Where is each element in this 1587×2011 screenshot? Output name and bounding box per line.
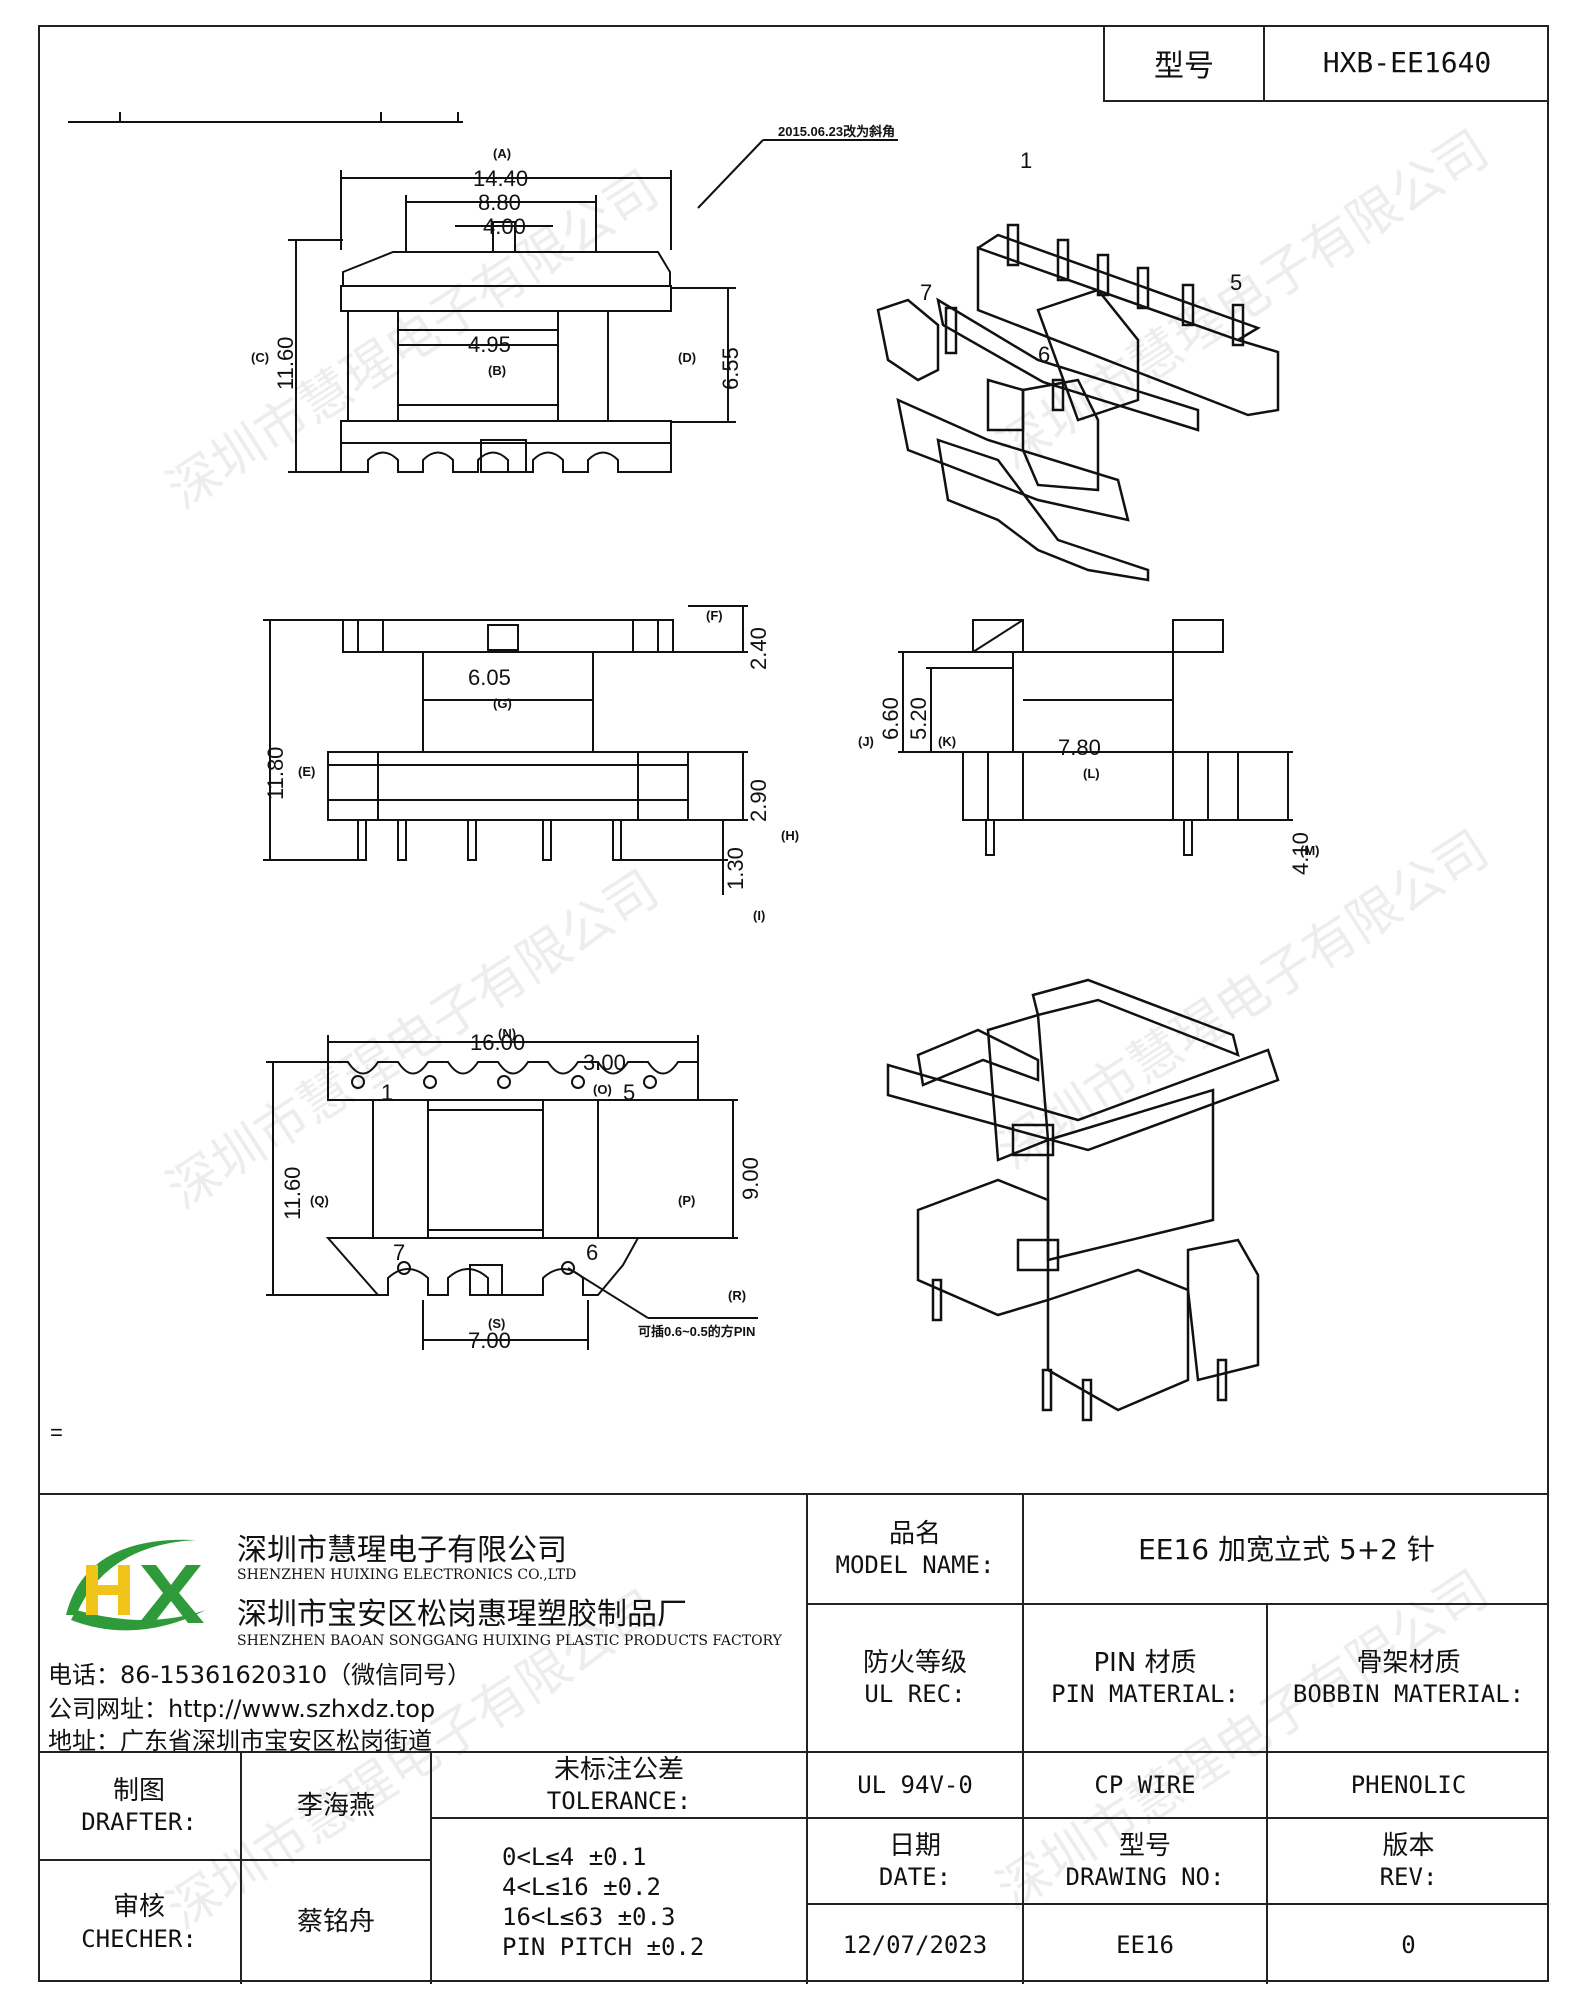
note-top: 2015.06.23改为斜角 [778,124,895,139]
pin-1-iso: 1 [1020,148,1032,173]
drafter-name: 李海燕 [242,1753,432,1861]
dim-label-r: (R) [728,1288,746,1303]
model-name-value: EE16 加宽立式 5+2 针 [1024,1495,1549,1605]
dim-2-40: 2.40 [746,627,771,670]
drafter-label: 制图 DRAFTER: [38,1753,242,1861]
dim-6-55: 6.55 [718,347,743,390]
company-name-en-1: SHENZHEN HUIXING ELECTRONICS CO.,LTD [237,1567,577,1583]
pin-6-bottom: 6 [586,1240,598,1265]
dim-label-o: (O) [593,1082,612,1097]
company-website: 公司网址：http://www.szhxdz.top [48,1695,436,1723]
pin-7-bottom: 7 [393,1240,405,1265]
drawing-no-value: EE16 [1024,1905,1268,1984]
dim-9-00: 9.00 [738,1157,763,1200]
dim-label-a: (A) [493,146,511,161]
tolerance-line-2: 4<L≤16 ±0.2 [502,1872,661,1901]
dim-6-05: 6.05 [468,665,511,690]
company-phone: 电话：86-15361620310（微信同号） [48,1661,472,1689]
dim-2-90: 2.90 [746,779,771,822]
bobbin-material-label: 骨架材质 BOBBIN MATERIAL: [1268,1605,1549,1753]
isometric-view-bottom [886,978,1280,1422]
dim-7-80: 7.80 [1058,735,1101,760]
pin-7-iso: 7 [920,280,932,305]
dim-16-00: 16.00 [470,1030,525,1055]
dim-3-00: 3.00 [583,1050,626,1075]
bottom-view [266,1035,758,1350]
company-info: 深圳市慧瑆电子有限公司 SHENZHEN HUIXING ELECTRONICS… [38,1495,808,1755]
dim-11-80: 11.80 [263,747,288,800]
front-view [288,139,898,473]
pin-5-bottom: 5 [623,1080,635,1105]
isometric-view-top [876,223,1280,582]
dim-label-i: (I) [753,908,765,923]
tolerance-line-1: 0<L≤4 ±0.1 [502,1842,647,1871]
end-view [898,619,1293,856]
dim-label-h: (H) [781,828,799,843]
dim-1-30: 1.30 [723,847,748,890]
dim-6-60: 6.60 [878,697,903,740]
dim-4-10: 4.10 [1288,832,1313,875]
dim-label-d: (D) [678,350,696,365]
fire-rating-label: 防火等级 UL REC: [808,1605,1024,1753]
pin-5-iso: 5 [1230,270,1242,295]
type-box: 型号 HXB-EE1640 [1103,25,1549,102]
dim-label-f: (F) [706,608,723,623]
dim-label-g: (G) [493,696,512,711]
dim-11-60-front: 11.60 [273,337,298,390]
drawing-frame [38,25,1549,1982]
tolerance-label: 未标注公差 TOLERANCE: [432,1753,808,1819]
tolerance-values: 0<L≤4 ±0.1 4<L≤16 ±0.2 16<L≤63 ±0.3 PIN … [432,1819,808,1984]
type-label: 型号 [1105,25,1265,100]
rev-label: 版本 REV: [1268,1819,1549,1905]
dim-5-20: 5.20 [906,697,931,740]
small-mark: = [50,1420,63,1445]
dim-label-l: (L) [1083,766,1100,781]
dim-label-s: (S) [488,1316,505,1331]
dim-label-n: (N) [498,1026,516,1041]
drawing-no-label: 型号 DRAWING NO: [1024,1819,1268,1905]
technical-drawing: (A) 14.40 8.80 4.00 11.60 (C) 4.95 (B) (… [50,112,1320,1445]
fire-rating-value: UL 94V-0 [808,1753,1024,1819]
dim-label-b: (B) [488,363,506,378]
company-name-en-2: SHENZHEN BAOAN SONGGANG HUIXING PLASTIC … [237,1633,782,1649]
pin-material-label: PIN 材质 PIN MATERIAL: [1024,1605,1268,1753]
date-value: 12/07/2023 [808,1905,1024,1984]
pin-6-iso: 6 [1038,342,1050,367]
dim-label-e: (E) [298,764,315,779]
type-value: HXB-EE1640 [1322,46,1492,79]
model-name-label: 品名 MODEL NAME: [808,1495,1024,1605]
company-address: 地址：广东省深圳市宝安区松岗街道 [48,1727,432,1755]
dim-label-p: (P) [678,1193,695,1208]
dim-label-j: (J) [858,734,874,749]
bobbin-material-value: PHENOLIC [1268,1753,1549,1819]
tolerance-line-3: 16<L≤63 ±0.3 [502,1902,676,1931]
note-pin: 可插0.6~0.5的方PIN [638,1324,755,1339]
dim-4-95: 4.95 [468,332,511,357]
pin-1-bottom: 1 [381,1080,393,1105]
dim-14-40: 14.40 [473,166,528,191]
company-logo [66,1539,206,1631]
dim-label-k: (K) [938,734,956,749]
checker-label: 审核 CHECHER: [38,1861,242,1984]
dim-label-q: (Q) [310,1193,329,1208]
side-view [263,605,748,895]
rev-value: 0 [1401,1930,1416,1959]
pin-material-value: CP WIRE [1024,1753,1268,1819]
checker-name: 蔡铭舟 [242,1861,432,1984]
date-label: 日期 DATE: [808,1819,1024,1905]
dim-label-c: (C) [251,350,269,365]
dim-8-80: 8.80 [478,190,521,215]
company-name-cn-2: 深圳市宝安区松岗惠瑆塑胶制品厂 [237,1597,687,1632]
tolerance-line-4: PIN PITCH ±0.2 [502,1932,705,1961]
dim-7-00: 7.00 [468,1328,511,1353]
title-block: 深圳市慧瑆电子有限公司 SHENZHEN HUIXING ELECTRONICS… [38,1493,1549,1984]
dim-4-00: 4.00 [483,214,526,239]
company-name-cn-1: 深圳市慧瑆电子有限公司 [237,1533,567,1568]
dim-label-m: (M) [1300,843,1320,858]
dim-11-60-bottom: 11.60 [280,1167,305,1220]
